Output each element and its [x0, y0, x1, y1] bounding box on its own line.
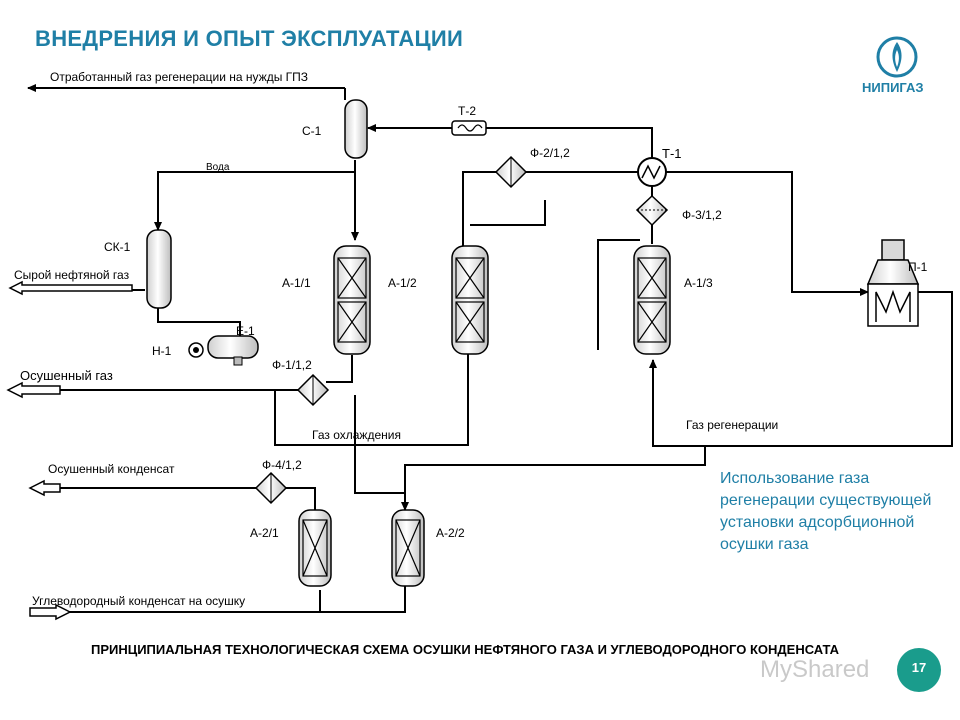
- label-spent-gas: Отработанный газ регенерации на нужды ГП…: [50, 70, 309, 84]
- label-water: Вода: [206, 162, 230, 173]
- regen-gas-note: Использование газа регенерации существую…: [720, 470, 932, 553]
- logo-text: НИПИГАЗ: [862, 80, 924, 95]
- label-a11: А-1/1: [282, 276, 311, 290]
- label-dried-condensate: Осушенный конденсат: [48, 462, 175, 476]
- label-hc-condensate: Углеводородный конденсат на осушку: [32, 594, 246, 608]
- label-f2: Ф-2/1,2: [530, 146, 570, 160]
- label-f1: Ф-1/1,2: [272, 358, 312, 372]
- scheme-caption: ПРИНЦИПИАЛЬНАЯ ТЕХНОЛОГИЧЕСКАЯ СХЕМА ОСУ…: [90, 642, 840, 657]
- label-dried-gas: Осушенный газ: [20, 368, 113, 383]
- label-cooling-gas: Газ охлаждения: [312, 428, 401, 442]
- label-p1: П-1: [908, 260, 928, 274]
- label-a13: А-1/3: [684, 276, 713, 290]
- label-c1: С-1: [302, 124, 322, 138]
- label-a12: А-1/2: [388, 276, 417, 290]
- label-f3: Ф-3/1,2: [682, 208, 722, 222]
- page-title: ВНЕДРЕНИЯ И ОПЫТ ЭКСПЛУАТАЦИИ: [35, 26, 464, 51]
- page-number-badge: [897, 648, 941, 692]
- label-f4: Ф-4/1,2: [262, 458, 302, 472]
- label-raw-gas: Сырой нефтяной газ: [14, 268, 130, 282]
- watermark: MyShared: [760, 656, 870, 683]
- label-ck1: СК-1: [104, 240, 131, 254]
- label-a22: А-2/2: [436, 526, 465, 540]
- page-number: 17: [911, 660, 927, 675]
- label-h1: Н-1: [152, 344, 172, 358]
- label-e1: Е-1: [236, 324, 255, 338]
- label-t1: Т-1: [662, 146, 682, 161]
- label-regen-gas: Газ регенерации: [686, 418, 779, 432]
- nipigaz-logo: [876, 36, 918, 78]
- label-t2: Т-2: [458, 104, 476, 118]
- label-a21: А-2/1: [250, 526, 279, 540]
